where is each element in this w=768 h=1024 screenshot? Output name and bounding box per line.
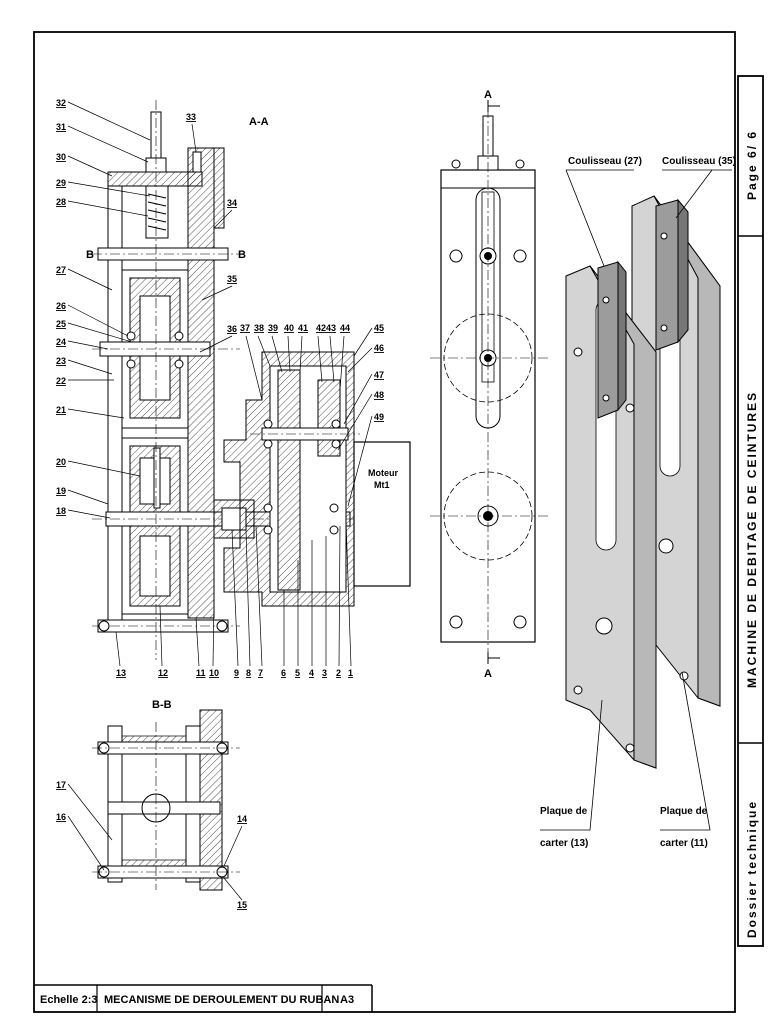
- part-label-16: 16: [56, 812, 66, 822]
- part-label-19: 19: [56, 486, 66, 496]
- part-label-41: 41: [298, 323, 308, 333]
- cut-b-right: B: [238, 249, 246, 261]
- part-label-20: 20: [56, 457, 66, 467]
- part-label-18: 18: [56, 506, 66, 516]
- part-label-29: 29: [56, 178, 66, 188]
- section-aa-view: A-A B B: [86, 100, 411, 660]
- part-label-35: 35: [227, 274, 237, 284]
- dossier-label: Dossier technique: [745, 800, 759, 938]
- part-label-36: 36: [227, 324, 237, 334]
- part-label-14: 14: [237, 814, 247, 824]
- section-bb-title: B-B: [152, 699, 172, 711]
- part-label-40: 40: [284, 323, 294, 333]
- part-label-23: 23: [56, 356, 66, 366]
- part-label-37: 37: [240, 323, 250, 333]
- part-label-15: 15: [237, 900, 247, 910]
- part-label-2: 2: [336, 668, 341, 678]
- part-label-27: 27: [56, 265, 66, 275]
- part-label-13: 13: [116, 668, 126, 678]
- part-label-25: 25: [56, 319, 66, 329]
- part-label-39: 39: [268, 323, 278, 333]
- cut-b-left: B: [86, 249, 94, 261]
- section-bb-view: B-B 17 16 14 15: [56, 699, 247, 910]
- cut-a-top: A: [484, 89, 492, 101]
- page-number: Page 6/ 6: [745, 130, 759, 200]
- side-cartouche: [737, 75, 764, 947]
- part-label-22: 22: [56, 376, 66, 386]
- part-label-47: 47: [374, 370, 384, 380]
- drawing-title: MECANISME DE DEROULEMENT DU RUBAN: [104, 994, 339, 1006]
- part-labels-top: 33 34 35 36 37 38 39 40 41 42 43 44 45 4…: [186, 112, 384, 507]
- part-label-8: 8: [246, 668, 251, 678]
- part-label-7: 7: [258, 668, 263, 678]
- part-label-49: 49: [374, 412, 384, 422]
- part-labels-left: 32 31 30 29 28 27 26 25 24 23 22 21 20 1…: [56, 98, 151, 519]
- label-slider-27: Coulisseau (27): [568, 156, 642, 167]
- part-label-17: 17: [56, 780, 66, 790]
- part-label-38: 38: [254, 323, 264, 333]
- part-label-34: 34: [227, 198, 237, 208]
- part-label-3: 3: [322, 668, 327, 678]
- part-label-46: 46: [374, 343, 384, 353]
- motor-label-2: Mt1: [374, 480, 390, 490]
- motor-label-1: Moteur: [368, 468, 398, 478]
- part-label-10: 10: [209, 668, 219, 678]
- part-label-45: 45: [374, 323, 384, 333]
- part-label-48: 48: [374, 390, 384, 400]
- part-labels-bottom: 13 12 11 10 9 8 7 6 5 4 3 2 1: [115, 519, 353, 678]
- part-label-24: 24: [56, 337, 66, 347]
- part-label-5: 5: [295, 668, 300, 678]
- part-label-42: 42: [316, 323, 326, 333]
- machine-title: MACHINE DE DEBITAGE DE CEINTURES: [745, 391, 759, 688]
- part-label-6: 6: [281, 668, 286, 678]
- sheet-border: [33, 31, 736, 1013]
- part-label-9: 9: [234, 668, 239, 678]
- label-slider-35: Coulisseau (35): [662, 156, 736, 167]
- side-view: A A: [430, 89, 548, 680]
- cut-a-bottom: A: [484, 668, 492, 680]
- part-label-26: 26: [56, 301, 66, 311]
- scale-label: Echelle 2:3: [40, 994, 97, 1006]
- part-label-1: 1: [348, 668, 353, 678]
- part-label-44: 44: [340, 323, 350, 333]
- part-label-21: 21: [56, 405, 66, 415]
- format-label: A3: [340, 994, 354, 1006]
- section-aa-title: A-A: [249, 116, 269, 128]
- isometric-view: Coulisseau (27) Coulisseau (35) Plaque d…: [540, 156, 736, 849]
- part-label-4: 4: [309, 668, 314, 678]
- part-label-43: 43: [326, 323, 336, 333]
- part-label-30: 30: [56, 152, 66, 162]
- label-plate-13-line2: carter (13): [540, 838, 588, 849]
- label-plate-13-line1: Plaque de: [540, 806, 588, 817]
- label-plate-11-line1: Plaque de: [660, 806, 708, 817]
- part-label-11: 11: [196, 668, 206, 678]
- label-plate-11-line2: carter (11): [660, 838, 708, 849]
- part-label-28: 28: [56, 197, 66, 207]
- part-label-32: 32: [56, 98, 66, 108]
- part-label-12: 12: [158, 668, 168, 678]
- part-label-31: 31: [56, 122, 66, 132]
- part-label-33: 33: [186, 112, 196, 122]
